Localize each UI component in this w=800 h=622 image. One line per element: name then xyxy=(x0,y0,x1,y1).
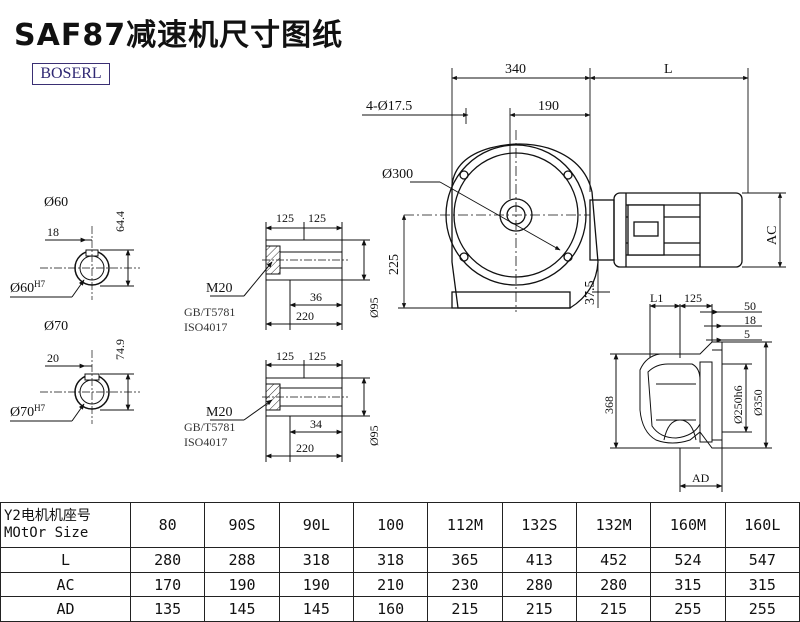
technical-drawing: 340 L 4-Ø17.5 190 Ø300 225 37.5 AC Ø60 1… xyxy=(10,62,786,492)
shaft-a-dim-220: 220 xyxy=(296,309,314,323)
side-dim-L1: L1 xyxy=(650,291,663,305)
shaft-a-dia-95: Ø95 xyxy=(367,297,381,318)
side-dim-dia-250h6: Ø250h6 xyxy=(731,385,745,424)
table-row-AC: AC 170 190 190 210 230 280 280 315 315 xyxy=(0,571,800,598)
side-dim-5: 5 xyxy=(744,327,750,341)
table-cell: 280 xyxy=(129,547,206,573)
side-dim-dia-350: Ø350 xyxy=(751,389,765,416)
shaft-b-dim-34: 34 xyxy=(310,417,322,431)
shaft-section-60 xyxy=(10,226,140,300)
size-cell: 160L xyxy=(724,501,800,549)
shaft-a-standard-iso: ISO4017 xyxy=(184,320,227,334)
table-cell: 145 xyxy=(204,596,280,622)
shaft-b-standard-gb: GB/T5781 xyxy=(184,420,235,434)
dim-37-5: 37.5 xyxy=(583,281,598,306)
dim-190: 190 xyxy=(538,99,559,114)
size-cell: 80 xyxy=(129,501,206,549)
table-header-cell: Y2电机机座号 MOtOr Size xyxy=(0,501,131,549)
brand-logo: BOSERL xyxy=(32,63,110,85)
row-label: AD xyxy=(0,596,131,622)
table-cell: 170 xyxy=(129,571,206,598)
table-cell: 452 xyxy=(575,547,652,573)
table-cell: 280 xyxy=(501,571,577,598)
shaft1-dim-18: 18 xyxy=(47,225,59,239)
table-cell: 318 xyxy=(352,547,429,573)
shaft-a-dim-125-right: 125 xyxy=(308,211,326,225)
shaft-b-standard-iso: ISO4017 xyxy=(184,435,227,449)
shaft-a-thread: M20 xyxy=(206,281,232,296)
table-cell: 315 xyxy=(724,571,800,598)
motor-size-table: Y2电机机座号 MOtOr Size 80 90S 90L 100 112M 1… xyxy=(0,501,800,622)
shaft2-dim-74-9: 74.9 xyxy=(113,339,127,360)
shaft-a-standard-gb: GB/T5781 xyxy=(184,305,235,319)
side-dim-50: 50 xyxy=(744,299,756,313)
side-dim-AD: AD xyxy=(692,471,710,485)
shaft-section-70 xyxy=(10,350,140,424)
shaft-b-thread: M20 xyxy=(206,405,232,420)
table-cell: 288 xyxy=(204,547,280,573)
table-cell: 215 xyxy=(575,596,652,622)
shaft-b-dim-125-right: 125 xyxy=(308,349,326,363)
side-view xyxy=(610,303,772,492)
size-cell: 132M xyxy=(575,501,652,549)
dim-340: 340 xyxy=(505,62,526,77)
table-cell: 413 xyxy=(501,547,577,573)
shaft-b-dia-95: Ø95 xyxy=(367,425,381,446)
hollow-shaft-view-a xyxy=(210,222,370,330)
shaft1-dia-label: Ø60 xyxy=(44,195,68,210)
table-cell: 145 xyxy=(278,596,354,622)
shaft-b-dim-125-left: 125 xyxy=(276,349,294,363)
shaft2-dim-20: 20 xyxy=(47,351,59,365)
table-cell: 280 xyxy=(575,571,652,598)
header-label-en: MOtOr Size xyxy=(4,525,89,542)
side-dim-18: 18 xyxy=(744,313,756,327)
table-cell: 315 xyxy=(650,571,726,598)
main-front-view xyxy=(404,130,743,312)
size-cell: 112M xyxy=(427,501,503,549)
shaft1-dim-64-4: 64.4 xyxy=(113,211,127,232)
table-cell: 524 xyxy=(650,547,726,573)
shaft1-bore: Ø60H7 xyxy=(10,279,46,296)
size-cell: 100 xyxy=(352,501,429,549)
hollow-shaft-view-b xyxy=(210,360,370,462)
shaft-b-dim-220: 220 xyxy=(296,441,314,455)
table-cell: 255 xyxy=(724,596,800,622)
table-cell: 365 xyxy=(427,547,503,573)
table-cell: 547 xyxy=(724,547,800,573)
dim-L: L xyxy=(664,62,673,77)
page-title: SAF87减速机尺寸图纸 xyxy=(14,18,344,53)
row-label: L xyxy=(0,547,131,573)
shaft2-dia-label: Ø70 xyxy=(44,319,68,334)
table-header-row: Y2电机机座号 MOtOr Size 80 90S 90L 100 112M 1… xyxy=(0,501,800,549)
table-cell: 135 xyxy=(129,596,206,622)
table-cell: 318 xyxy=(278,547,354,573)
table-cell: 210 xyxy=(352,571,429,598)
header-label-cn: Y2电机机座号 xyxy=(4,508,91,525)
table-cell: 230 xyxy=(427,571,503,598)
table-cell: 215 xyxy=(501,596,577,622)
dim-4-holes: 4-Ø17.5 xyxy=(366,99,412,114)
size-cell: 90S xyxy=(204,501,280,549)
size-cell: 90L xyxy=(278,501,354,549)
dim-225: 225 xyxy=(387,254,402,275)
shaft-a-dim-36: 36 xyxy=(310,290,322,304)
side-dim-368: 368 xyxy=(602,396,616,414)
dim-AC: AC xyxy=(765,226,780,245)
dim-dia-300: Ø300 xyxy=(382,167,413,182)
row-label: AC xyxy=(0,571,131,598)
table-cell: 190 xyxy=(278,571,354,598)
table-cell: 255 xyxy=(650,596,726,622)
table-row-AD: AD 135 145 145 160 215 215 215 255 255 xyxy=(0,596,800,622)
table-cell: 160 xyxy=(352,596,429,622)
side-dim-125: 125 xyxy=(684,291,702,305)
table-cell: 215 xyxy=(427,596,503,622)
shaft-a-dim-125-left: 125 xyxy=(276,211,294,225)
size-cell: 132S xyxy=(501,501,577,549)
shaft2-bore: Ø70H7 xyxy=(10,403,46,420)
size-cell: 160M xyxy=(650,501,726,549)
table-cell: 190 xyxy=(204,571,280,598)
table-row-L: L 280 288 318 318 365 413 452 524 547 xyxy=(0,547,800,573)
